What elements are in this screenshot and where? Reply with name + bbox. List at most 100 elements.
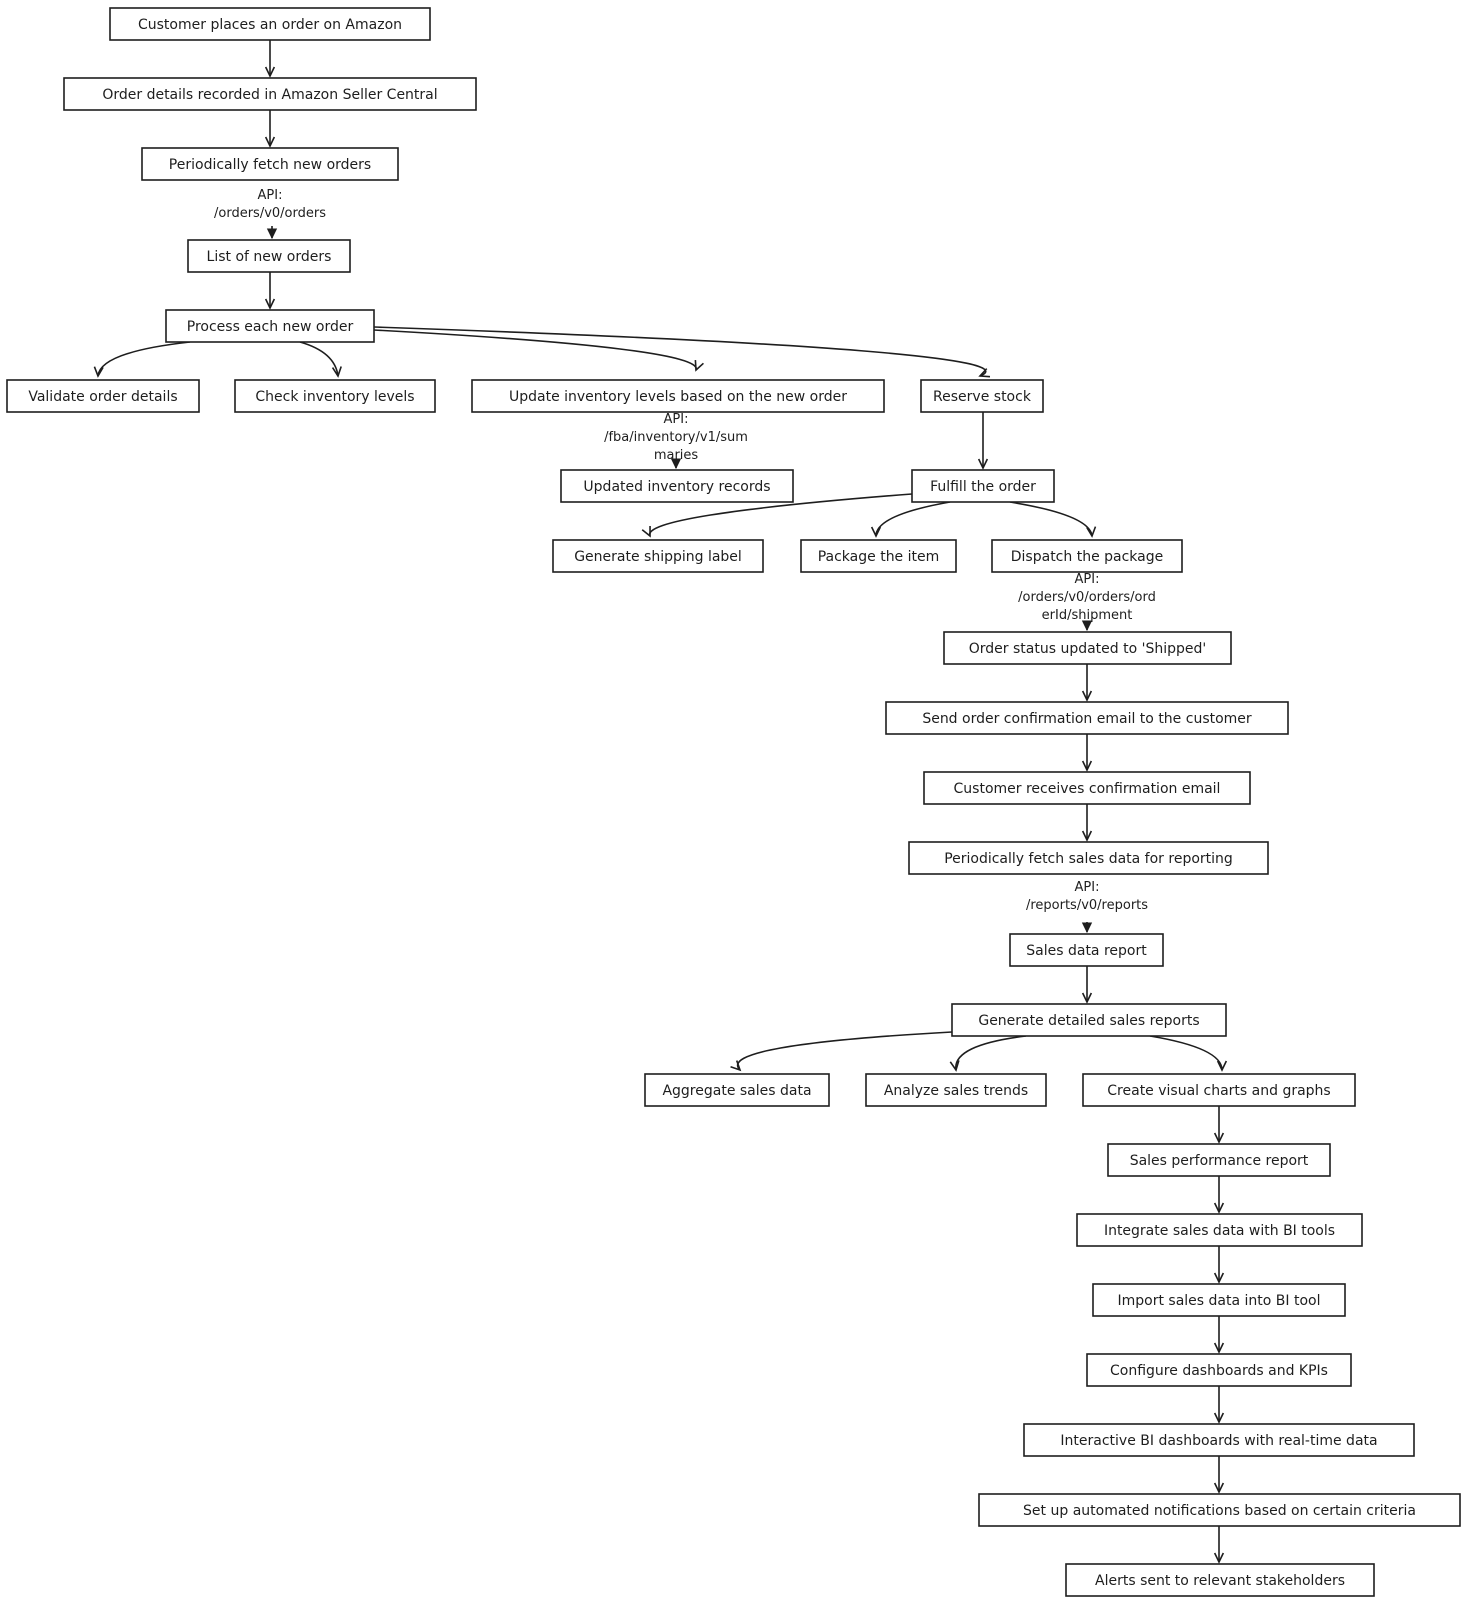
node-box (1009, 933, 1164, 967)
node-box (1086, 1353, 1352, 1387)
nodes-layer: Customer places an order on AmazonOrder … (6, 7, 1461, 1597)
arrow-head (264, 298, 276, 310)
edge-label-api-reports-line-0: API: (1075, 880, 1100, 895)
arrow-head (331, 366, 342, 378)
node-label: Customer places an order on Amazon (138, 17, 402, 33)
arrow-head (1081, 830, 1093, 842)
arrow-n11-n12 (648, 493, 913, 537)
node-label: Update inventory levels based on the new… (509, 389, 847, 405)
node-label: Alerts sent to relevant stakeholders (1095, 1573, 1345, 1589)
arrow-head (1213, 1412, 1225, 1424)
arrow-head (1081, 760, 1093, 772)
arrow-head (1213, 1272, 1225, 1284)
arrow-head (870, 526, 882, 538)
node-box (234, 379, 436, 413)
arrow-head (730, 1060, 742, 1072)
arrow-head (949, 1060, 960, 1072)
arrow-head (1081, 690, 1093, 702)
edge-label-api-inventory-line-0: API: (664, 412, 689, 427)
node-label: Create visual charts and graphs (1107, 1083, 1330, 1099)
node-box (1065, 1563, 1375, 1597)
node-label: Package the item (818, 549, 940, 565)
arrow-n5-n7 (299, 341, 339, 377)
arrow-head (264, 66, 276, 78)
edge-label-api-shipment-line-2: erId/shipment (1042, 608, 1133, 623)
flow-node-n9: Reserve stock (920, 379, 1044, 413)
arrow-head (1081, 992, 1093, 1004)
node-label: Dispatch the package (1011, 549, 1163, 565)
arrow-head (93, 366, 104, 378)
node-box (951, 1003, 1227, 1037)
node-box (1023, 1423, 1415, 1457)
flow-node-n28: Interactive BI dashboards with real-time… (1023, 1423, 1415, 1457)
arrow-head (978, 368, 991, 378)
flow-node-n18: Periodically fetch sales data for report… (908, 841, 1269, 875)
node-box (644, 1073, 830, 1107)
flow-node-n10: Updated inventory records (560, 469, 794, 503)
node-box (943, 631, 1232, 665)
arrow-n20-n21 (737, 1031, 953, 1071)
arrow-head (264, 136, 276, 148)
flow-node-n11: Fulfill the order (911, 469, 1055, 503)
flow-node-n25: Integrate sales data with BI tools (1076, 1213, 1363, 1247)
node-box (6, 379, 200, 413)
node-box (923, 771, 1251, 805)
node-box (978, 1493, 1461, 1527)
edge-label-api-shipment-line-1: /orders/v0/orders/ord (1018, 590, 1156, 605)
node-box (908, 841, 1269, 875)
arrow-n5-n9 (373, 326, 987, 377)
arrow-n20-n23 (1149, 1035, 1223, 1071)
node-label: Interactive BI dashboards with real-time… (1060, 1433, 1377, 1449)
node-label: List of new orders (207, 249, 332, 265)
arrow-head (1213, 1552, 1225, 1564)
edge-labels-layer: API:/orders/v0/ordersAPI:/fba/inventory/… (214, 188, 1156, 913)
node-label: Fulfill the order (930, 479, 1036, 495)
node-label: Send order confirmation email to the cus… (922, 711, 1252, 727)
edges-layer (93, 40, 1228, 1564)
node-label: Customer receives confirmation email (954, 781, 1221, 797)
arrow-head (1213, 1482, 1225, 1494)
flow-node-n23: Create visual charts and graphs (1082, 1073, 1356, 1107)
flow-node-n15: Order status updated to 'Shipped' (943, 631, 1232, 665)
arrow-head (1086, 526, 1097, 538)
flow-node-n16: Send order confirmation email to the cus… (885, 701, 1289, 735)
flow-node-n13: Package the item (800, 539, 957, 573)
node-label: Order status updated to 'Shipped' (969, 641, 1207, 657)
node-box (1107, 1143, 1331, 1177)
node-box (552, 539, 764, 573)
node-label: Import sales data into BI tool (1118, 1293, 1321, 1309)
arrow-head (1081, 922, 1093, 934)
node-label: Analyze sales trends (884, 1083, 1028, 1099)
flow-node-n2: Order details recorded in Amazon Seller … (63, 77, 477, 111)
flow-node-n14: Dispatch the package (991, 539, 1183, 573)
edge-label-api-orders-line-0: API: (258, 188, 283, 203)
node-box (63, 77, 477, 111)
node-label: Reserve stock (933, 389, 1032, 405)
arrow-n5-n8 (373, 329, 697, 371)
edge-label-api-reports-line-1: /reports/v0/reports (1026, 898, 1148, 913)
edge-label-api-inventory-line-2: maries (654, 448, 699, 463)
arrow-head (977, 458, 989, 470)
arrow-head (266, 228, 278, 240)
arrow-head (1216, 1060, 1228, 1072)
node-label: Generate shipping label (574, 549, 742, 565)
node-label: Configure dashboards and KPIs (1110, 1363, 1328, 1379)
flow-node-n8: Update inventory levels based on the new… (471, 379, 885, 413)
node-box (141, 147, 399, 181)
node-label: Order details recorded in Amazon Seller … (102, 87, 437, 103)
flow-node-n4: List of new orders (187, 239, 351, 273)
node-box (800, 539, 957, 573)
arrow-head (1213, 1132, 1225, 1144)
flow-node-n20: Generate detailed sales reports (951, 1003, 1227, 1037)
flow-node-n19: Sales data report (1009, 933, 1164, 967)
node-box (885, 701, 1289, 735)
arrow-head (1213, 1202, 1225, 1214)
node-box (1076, 1213, 1363, 1247)
flow-node-n30: Alerts sent to relevant stakeholders (1065, 1563, 1375, 1597)
arrow-n20-n22 (955, 1035, 1027, 1071)
flow-node-n17: Customer receives confirmation email (923, 771, 1251, 805)
flow-node-n22: Analyze sales trends (865, 1073, 1047, 1107)
node-label: Aggregate sales data (662, 1083, 811, 1099)
arrow-n5-n6 (97, 341, 191, 377)
